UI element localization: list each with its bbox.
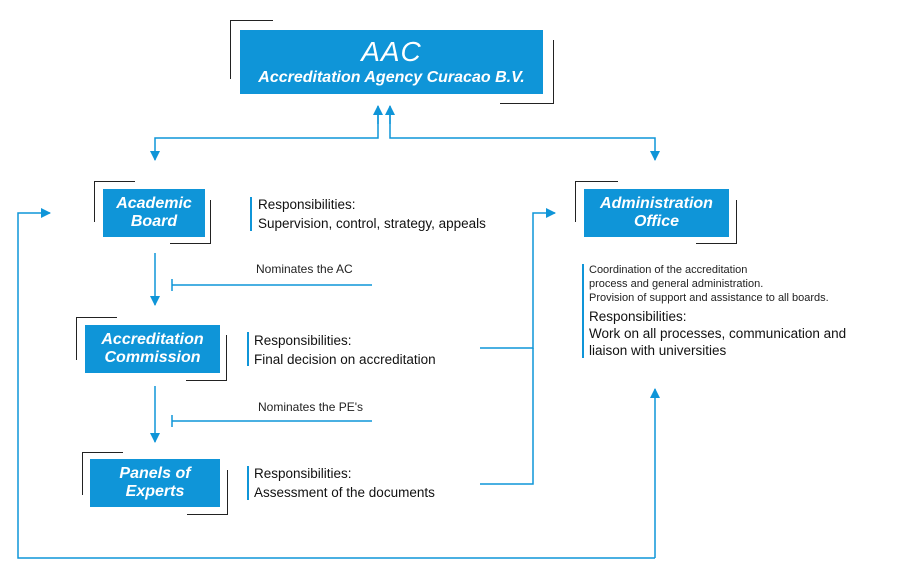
academic-board-frame-bottom-right: [170, 200, 211, 244]
panels-of-experts-box: Panels of Experts: [90, 459, 220, 507]
panels-line1: Panels of: [119, 464, 191, 482]
admin-desc-line-1: Coordination of the accreditation: [589, 264, 748, 276]
commission-resp-text: Final decision on accreditation: [254, 352, 436, 367]
academic-board-line1: Academic: [116, 194, 192, 212]
commission-resp-label: Responsibilities:: [254, 333, 352, 348]
academic-board-frame-top-left: [94, 181, 135, 222]
administration-office-box: Administration Office: [584, 189, 729, 237]
aac-box: AAC Accreditation Agency Curacao B.V.: [240, 30, 543, 94]
aac-subtitle: Accreditation Agency Curacao B.V.: [258, 69, 525, 87]
commission-responsibilities: Responsibilities: Final decision on accr…: [254, 331, 436, 369]
line-panels-to-admin: [480, 348, 534, 485]
admin-resp-line-2: liaison with universities: [589, 343, 727, 358]
admin-desc-line-2: process and general administration.: [589, 278, 764, 290]
panels-resp-text: Assessment of the documents: [254, 485, 435, 500]
admin-resp-label: Responsibilities:: [589, 309, 687, 324]
aac-frame-top-left: [230, 20, 273, 79]
admin-office-desc-bar: [582, 264, 584, 358]
accreditation-commission-box: Accreditation Commission: [85, 325, 220, 373]
arrow-outer-loop-to-board: [17, 208, 655, 559]
panels-line2: Experts: [125, 483, 185, 500]
aac-frame-bottom-right: [500, 40, 554, 104]
commission-line2: Commission: [104, 349, 201, 366]
arrow-to-admin-office: [480, 208, 556, 349]
academic-board-resp-text: Supervision, control, strategy, appeals: [258, 216, 486, 231]
commission-frame-bottom-right: [186, 335, 227, 381]
aac-title: AAC: [361, 36, 422, 68]
nominates-pe-label: Nominates the PE's: [258, 400, 364, 414]
admin-office-description: Coordination of the accreditation proces…: [589, 263, 846, 359]
academic-board-line2: Board: [130, 213, 178, 230]
admin-office-frame-bottom-right: [696, 200, 737, 244]
commission-resp-bar: [247, 332, 249, 366]
panels-responsibilities: Responsibilities: Assessment of the docu…: [254, 464, 435, 502]
commission-line1: Accreditation: [101, 330, 204, 348]
admin-office-frame-top-left: [575, 181, 618, 222]
panels-frame-bottom-right: [187, 470, 228, 515]
panels-resp-bar: [247, 466, 249, 500]
commission-frame-top-left: [76, 317, 117, 360]
arrow-aac-to-academic-board: [150, 110, 379, 161]
panels-resp-label: Responsibilities:: [254, 466, 352, 481]
academic-board-resp-label: Responsibilities:: [258, 197, 356, 212]
arrow-aac-to-admin-office: [389, 110, 660, 161]
admin-desc-line-3: Provision of support and assistance to a…: [589, 292, 829, 304]
admin-resp-line-1: Work on all processes, communication and: [589, 326, 847, 341]
panels-frame-top-left: [82, 452, 123, 495]
admin-office-line2: Office: [633, 213, 680, 230]
academic-board-resp-bar: [250, 197, 252, 231]
admin-office-line1: Administration: [600, 194, 713, 212]
nominates-ac-label: Nominates the AC: [256, 262, 353, 276]
academic-board-responsibilities: Responsibilities: Supervision, control, …: [258, 195, 486, 233]
academic-board-box: Academic Board: [103, 189, 205, 237]
